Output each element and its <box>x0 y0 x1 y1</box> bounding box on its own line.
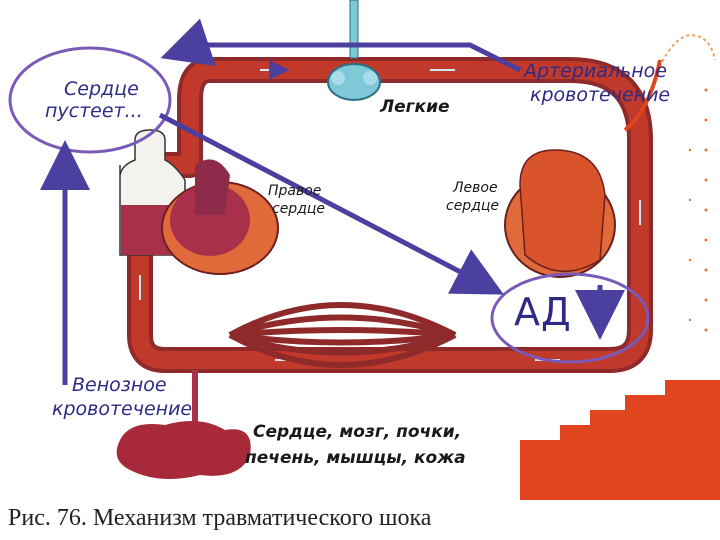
blood-pressure-ellipse <box>490 272 650 364</box>
organs-label-2: печень, мышцы, кожа <box>245 448 466 468</box>
arterial-leak <box>623 59 662 132</box>
right-heart <box>161 159 279 275</box>
lungs-shape <box>327 63 381 101</box>
pressure-drop-arrow <box>158 112 504 295</box>
left-heart-label-2: сердце <box>446 198 500 214</box>
blood-pressure-label: АД <box>514 290 572 334</box>
trachea <box>349 0 359 59</box>
arterial-bleeding-label-2: кровотечение <box>530 84 671 106</box>
heart-empties-ellipse <box>8 46 172 154</box>
blood-loss-shape <box>520 380 720 500</box>
venous-leak <box>192 370 198 430</box>
circulation-loop-inner <box>131 61 649 369</box>
left-heart <box>504 149 616 278</box>
dot-column <box>688 88 708 332</box>
right-heart-label-2: сердце <box>272 201 326 217</box>
lungs-label: Легкие <box>380 97 450 117</box>
figure-caption: Рис. 76. Механизм травматического шока <box>8 505 432 531</box>
arterial-feedback-arrow <box>160 18 522 73</box>
heart-empties-label-2: пустеет... <box>45 100 143 122</box>
venous-bleeding-label-2: кровотечение <box>52 398 193 420</box>
pressure-curve <box>639 33 716 131</box>
venous-bleeding-label-1: Венозное <box>72 374 167 396</box>
arterial-bleeding-label-1: Артериальное <box>524 60 667 82</box>
organs-label-1: Сердце, мозг, почки, <box>253 422 462 442</box>
right-heart-label-1: Правое <box>268 183 322 199</box>
left-heart-label-1: Левое <box>453 180 498 196</box>
capillary-bed <box>228 302 457 368</box>
heart-empties-label-1: Сердце <box>64 78 139 100</box>
blood-pool <box>116 421 251 479</box>
